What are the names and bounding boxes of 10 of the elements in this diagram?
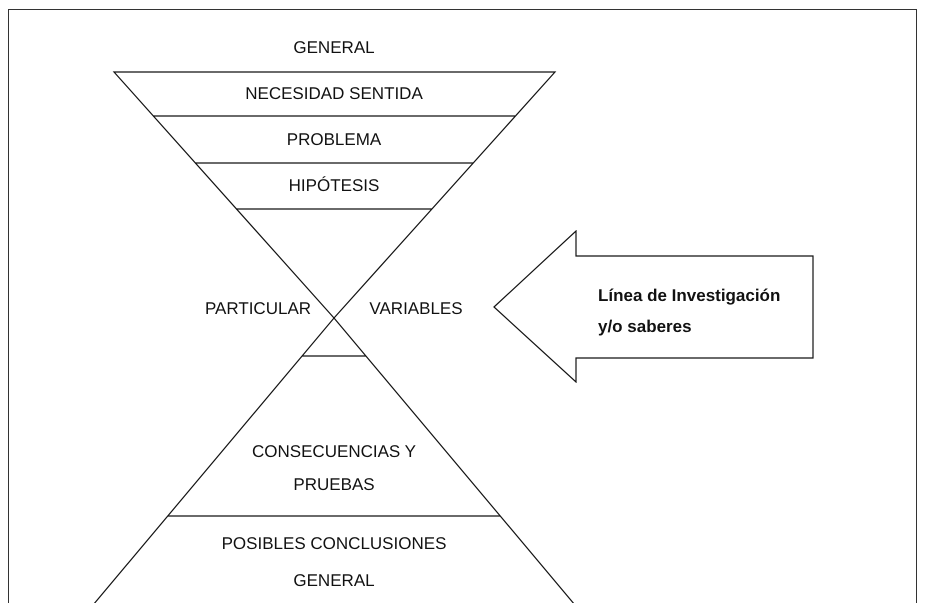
level-label: PARTICULAR [204, 299, 312, 319]
band-label: PROBLEMA [286, 130, 382, 150]
band-label: POSIBLES CONCLUSIONES [222, 534, 446, 554]
band-label: NECESIDAD SENTIDA [245, 84, 423, 104]
band-label: HIPÓTESIS [288, 176, 380, 196]
level-label: GENERAL [293, 38, 375, 58]
arrow-label: Línea de Investigación y/o saberes [598, 285, 782, 338]
level-label: GENERAL [293, 571, 375, 591]
band-label: CONSECUENCIAS Y PRUEBAS [234, 435, 434, 501]
level-label: VARIABLES [369, 299, 463, 319]
